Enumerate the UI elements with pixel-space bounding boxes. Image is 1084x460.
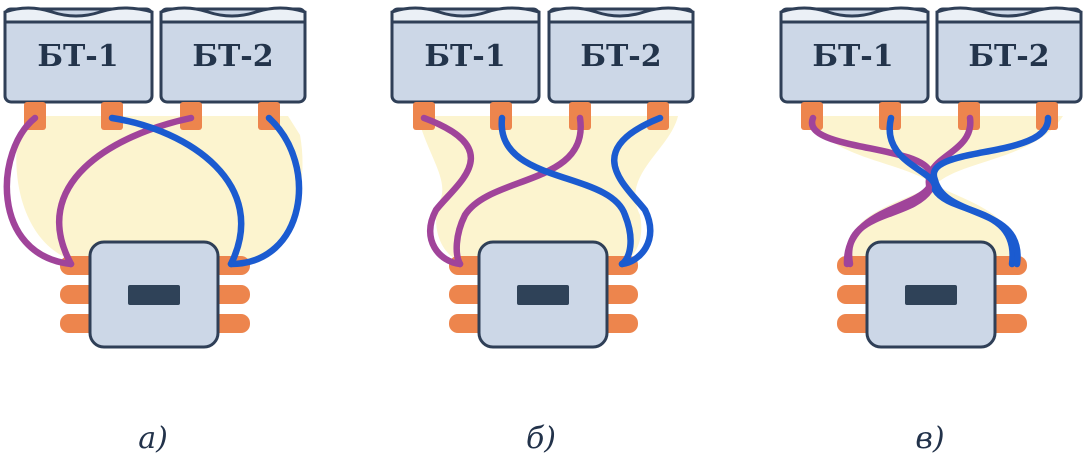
wire-a-purple-1 xyxy=(3,114,75,268)
tank-bt2-c: БТ-2 xyxy=(935,6,1083,130)
tank-bt2-b: БТ-2 xyxy=(547,6,695,130)
tank-bt1-b-label: БТ-1 xyxy=(424,39,505,74)
caption-b: б) xyxy=(526,421,556,456)
wire-b-blue-2 xyxy=(610,114,664,268)
tank-bt1-c-top xyxy=(779,6,930,24)
chip-a-slot xyxy=(128,285,180,305)
tank-bt1-c-label: БТ-1 xyxy=(812,39,893,74)
caption-c: в) xyxy=(915,421,944,456)
tank-bt1-a-label: БТ-1 xyxy=(37,39,118,74)
chip-c-pin-right-3 xyxy=(987,314,1027,333)
tank-bt1-a: БТ-1 xyxy=(3,6,154,130)
tank-bt1-b-body xyxy=(390,7,541,104)
panel-c: БТ-1 БТ-2 в) xyxy=(779,6,1083,456)
wire-c-purple-2 xyxy=(845,114,974,268)
panel-b: БТ-1 БТ-2 б) xyxy=(390,6,695,456)
tank-bt2-b-label: БТ-2 xyxy=(580,39,661,74)
tank-bt2-a-top xyxy=(159,6,307,24)
tank-bt1-c-body xyxy=(779,7,930,104)
tank-bt2-b-body xyxy=(547,7,695,104)
wire-a-blue-2 xyxy=(227,114,303,268)
chip-c xyxy=(837,240,1027,349)
wire-c-blue-2 xyxy=(930,114,1052,268)
tank-bt2-c-top xyxy=(935,6,1083,24)
chip-b xyxy=(449,240,638,349)
tank-bt1-a-top xyxy=(3,6,154,24)
chip-a-pin-right-3 xyxy=(210,314,250,333)
tank-bt1-b-top xyxy=(390,6,541,24)
tank-bt2-c-label: БТ-2 xyxy=(968,39,1049,74)
chip-c-slot xyxy=(905,285,957,305)
tank-bt2-b-top xyxy=(547,6,695,24)
chip-a-pin-right-2 xyxy=(210,285,250,304)
tank-bt2-c-body xyxy=(935,7,1083,104)
tank-bt1-a-body xyxy=(3,7,154,104)
tank-bt2-a: БТ-2 xyxy=(159,6,307,130)
tank-bt2-a-body xyxy=(159,7,307,104)
tank-bt1-c: БТ-1 xyxy=(779,6,930,130)
tank-bt2-a-label: БТ-2 xyxy=(192,39,273,74)
caption-a: а) xyxy=(138,421,168,456)
wire-a-blue-1 xyxy=(108,114,245,268)
panel-a: БТ-1 БТ-2 а) xyxy=(3,6,307,456)
panel-a-shade xyxy=(16,116,303,262)
wire-a-purple-2 xyxy=(55,114,195,268)
wire-b-blue-1 xyxy=(498,114,634,268)
chip-c-pin-right-2 xyxy=(987,285,1027,304)
chip-a xyxy=(60,240,250,349)
chip-b-slot xyxy=(517,285,569,305)
tank-bt1-b: БТ-1 xyxy=(390,6,541,130)
wire-b-purple-1 xyxy=(420,114,475,268)
wire-b-purple-2 xyxy=(453,114,584,268)
